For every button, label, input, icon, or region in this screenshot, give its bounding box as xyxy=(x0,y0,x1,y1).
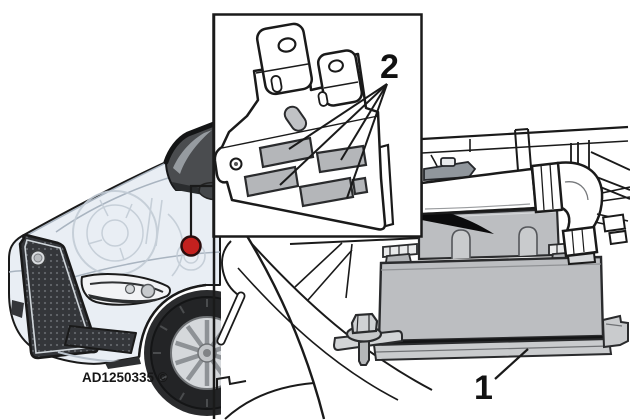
side-vent xyxy=(11,300,24,318)
front-wheel xyxy=(105,283,221,416)
bracket-slot xyxy=(283,105,308,132)
part-1-label: 1 xyxy=(474,369,493,407)
bracket-fold-lines xyxy=(221,63,379,149)
headlight xyxy=(80,273,171,306)
watermark: AD1250335 © xyxy=(82,370,168,385)
engine-bay-view: 1 xyxy=(216,125,630,420)
mount-plate xyxy=(423,161,477,181)
bracket-stamp-2 xyxy=(317,91,329,107)
isolator-pad-3 xyxy=(243,165,300,198)
grille-chrome-edge xyxy=(24,239,94,354)
body-structure-lines xyxy=(421,125,630,213)
bumper-intake xyxy=(64,325,137,354)
hose-elbow xyxy=(556,161,604,237)
mounting-bracket: 2 xyxy=(213,22,399,231)
coolant-hose xyxy=(420,161,630,266)
callout-line xyxy=(189,184,213,238)
flange-right-tab xyxy=(601,314,629,349)
location-callout xyxy=(180,184,213,257)
module-arch-1 xyxy=(451,229,471,259)
hose-clip xyxy=(601,213,627,233)
tab-2-hole xyxy=(328,59,344,73)
bracket-stamp-1 xyxy=(270,75,283,93)
part-1-leader-line xyxy=(494,348,529,380)
module-arch-2 xyxy=(518,226,538,256)
module-assembly xyxy=(332,206,629,366)
mount-plate-stud xyxy=(440,157,456,167)
isolator-pad-1 xyxy=(258,136,315,169)
part-2-label: 2 xyxy=(380,48,399,86)
mounting-bolt xyxy=(332,312,403,366)
isolator-pad-4 xyxy=(298,176,355,208)
vehicle-illustration xyxy=(8,120,221,416)
wheel-liner-curves xyxy=(216,235,433,420)
hose-clip-2 xyxy=(608,229,628,246)
bracket-tab-2 xyxy=(316,49,364,107)
tab-1-hole xyxy=(277,37,297,53)
liner-rod xyxy=(216,291,246,346)
isolator-pad-link xyxy=(351,176,369,196)
location-marker xyxy=(180,235,202,257)
part-2-leader-lines xyxy=(279,83,388,199)
jaguar-badge xyxy=(29,249,47,267)
bracket-tab-1 xyxy=(255,22,314,96)
bracket-grommet xyxy=(229,157,243,171)
hose-lower-collar xyxy=(561,225,599,258)
